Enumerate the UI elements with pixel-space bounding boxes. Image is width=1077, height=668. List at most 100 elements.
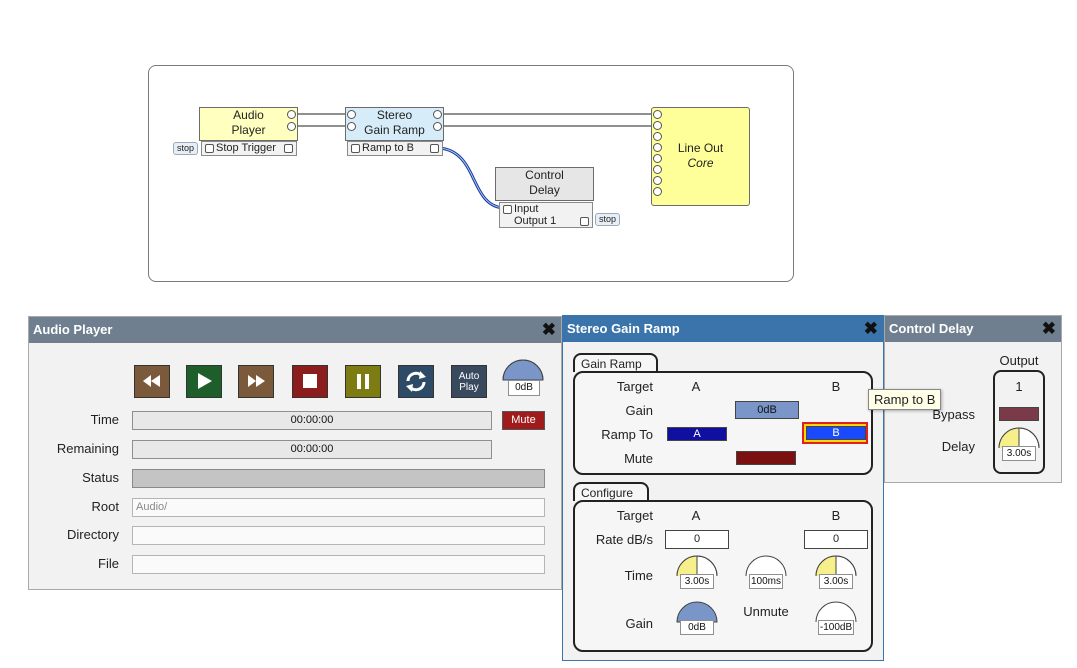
- file-label: File: [98, 556, 119, 571]
- rate-a-input[interactable]: 0: [665, 530, 729, 549]
- gain-ramp-group-tab: Gain Ramp: [573, 353, 658, 372]
- input-pin[interactable]: [653, 176, 662, 185]
- mute-button[interactable]: Mute: [502, 411, 545, 430]
- control-delay-block[interactable]: Control Delay: [495, 167, 594, 201]
- delay-knob[interactable]: 3.00s: [997, 426, 1041, 464]
- stop-trigger-row[interactable]: Stop Trigger: [201, 141, 297, 156]
- target2-b-label: B: [831, 508, 841, 523]
- time-b-knob[interactable]: 3.00s: [814, 554, 858, 592]
- file-input[interactable]: [132, 555, 545, 574]
- output-pin[interactable]: [284, 144, 293, 153]
- output-pin[interactable]: [433, 110, 442, 119]
- gain-ramp-block-line2: Gain Ramp: [364, 123, 425, 137]
- control-delay-io-row[interactable]: Input Output 1: [499, 202, 593, 228]
- root-label: Root: [91, 499, 119, 514]
- input-pin[interactable]: [351, 144, 360, 153]
- input-pin[interactable]: [653, 187, 662, 196]
- input-pin[interactable]: [503, 205, 512, 214]
- fast-forward-button[interactable]: [238, 365, 274, 398]
- gain2-label: Gain: [625, 616, 653, 631]
- time-b-value: 3.00s: [819, 574, 853, 589]
- audio-player-panel: Audio Player ✖ Auto Play 0dB Time 00:: [28, 316, 562, 590]
- gain-ramp-block-line1: Stereo: [376, 108, 413, 122]
- line-out-core-block[interactable]: Line Out Core: [651, 107, 750, 206]
- loop-button[interactable]: [398, 365, 434, 398]
- audio-player-header[interactable]: Audio Player ✖: [29, 317, 561, 343]
- fast-forward-icon: [248, 375, 265, 387]
- output-pin[interactable]: [433, 122, 442, 131]
- ramp-to-label: Ramp To: [601, 427, 653, 442]
- pause-button[interactable]: [345, 365, 381, 398]
- directory-input[interactable]: [132, 526, 545, 545]
- audio-player-block-line1: Audio: [233, 108, 264, 122]
- stop-icon: [303, 374, 317, 388]
- knob-icon: [502, 359, 544, 381]
- rewind-button[interactable]: [134, 365, 170, 398]
- rate-b-input[interactable]: 0: [804, 530, 868, 549]
- loop-icon: [406, 371, 426, 392]
- gain-meter[interactable]: 0dB: [735, 401, 799, 419]
- input-pin[interactable]: [653, 165, 662, 174]
- play-icon: [198, 373, 212, 389]
- unmute-knob-value: -100dB: [818, 620, 854, 635]
- directory-label: Directory: [66, 527, 119, 542]
- time-mid-value: 100ms: [749, 574, 783, 589]
- output-pin[interactable]: [287, 110, 296, 119]
- control-delay-panel: Control Delay ✖ Output 1 Bypass Delay 3.…: [884, 315, 1062, 483]
- control-delay-block-line2: Delay: [529, 183, 560, 197]
- ramp-to-b-button[interactable]: B: [806, 426, 866, 440]
- input-pin[interactable]: [347, 122, 356, 131]
- close-icon[interactable]: ✖: [863, 319, 878, 338]
- input-pin[interactable]: [347, 110, 356, 119]
- schematic-canvas[interactable]: Audio Player Stop Trigger stop Stereo Ga…: [148, 65, 794, 282]
- auto-play-label-1: Auto: [458, 371, 480, 382]
- ramp-to-b-tooltip: Ramp to B: [868, 389, 942, 410]
- bypass-button[interactable]: [999, 407, 1039, 421]
- output-pin[interactable]: [580, 217, 589, 226]
- stop-button[interactable]: [292, 365, 328, 398]
- input-pin[interactable]: [653, 154, 662, 163]
- root-input[interactable]: Audio/: [132, 498, 545, 517]
- time-label: Time: [90, 412, 119, 427]
- auto-play-button[interactable]: Auto Play: [451, 365, 487, 398]
- remaining-field: 00:00:00: [132, 440, 492, 459]
- ramp-to-b-row[interactable]: Ramp to B: [347, 141, 443, 156]
- input-pin[interactable]: [653, 121, 662, 130]
- knob-icon: [676, 555, 718, 577]
- delay-knob-value: 3.00s: [1002, 446, 1036, 461]
- time-mid-knob[interactable]: 100ms: [744, 554, 788, 592]
- audio-player-block[interactable]: Audio Player: [199, 107, 298, 141]
- gain-ramp-header[interactable]: Stereo Gain Ramp ✖: [563, 316, 883, 342]
- level-knob[interactable]: 0dB: [501, 358, 545, 398]
- bypass-label: Bypass: [932, 407, 975, 422]
- target-a-label: A: [691, 379, 701, 394]
- close-icon[interactable]: ✖: [1041, 319, 1056, 338]
- time-a-knob[interactable]: 3.00s: [675, 554, 719, 592]
- play-button[interactable]: [186, 365, 222, 398]
- core-label: Core: [687, 156, 714, 170]
- output-label: Output: [999, 353, 1039, 368]
- target-b-label: B: [831, 379, 841, 394]
- gain-knob[interactable]: 0dB: [675, 600, 719, 638]
- control-delay-header[interactable]: Control Delay ✖: [885, 316, 1061, 342]
- mute-button[interactable]: [736, 451, 796, 465]
- panel-title: Control Delay: [889, 321, 974, 336]
- time-field: 00:00:00: [132, 411, 492, 430]
- output-pin[interactable]: [430, 144, 439, 153]
- pause-icon: [357, 374, 369, 389]
- gain-ramp-block[interactable]: Stereo Gain Ramp: [345, 107, 444, 141]
- input-pin[interactable]: [653, 143, 662, 152]
- auto-play-label-2: Play: [459, 382, 479, 393]
- audio-player-block-line2: Player: [231, 123, 266, 137]
- close-icon[interactable]: ✖: [541, 320, 556, 339]
- unmute-knob[interactable]: -100dB: [814, 600, 858, 638]
- input-pin[interactable]: [205, 144, 214, 153]
- input-pin[interactable]: [653, 132, 662, 141]
- line-out-label: Line Out: [677, 141, 724, 155]
- input-pin[interactable]: [653, 110, 662, 119]
- unmute-label: Unmute: [743, 604, 789, 619]
- level-knob-value: 0dB: [508, 380, 540, 396]
- output-pin[interactable]: [287, 122, 296, 131]
- status-label: Status: [82, 470, 119, 485]
- ramp-to-a-button[interactable]: A: [667, 427, 727, 441]
